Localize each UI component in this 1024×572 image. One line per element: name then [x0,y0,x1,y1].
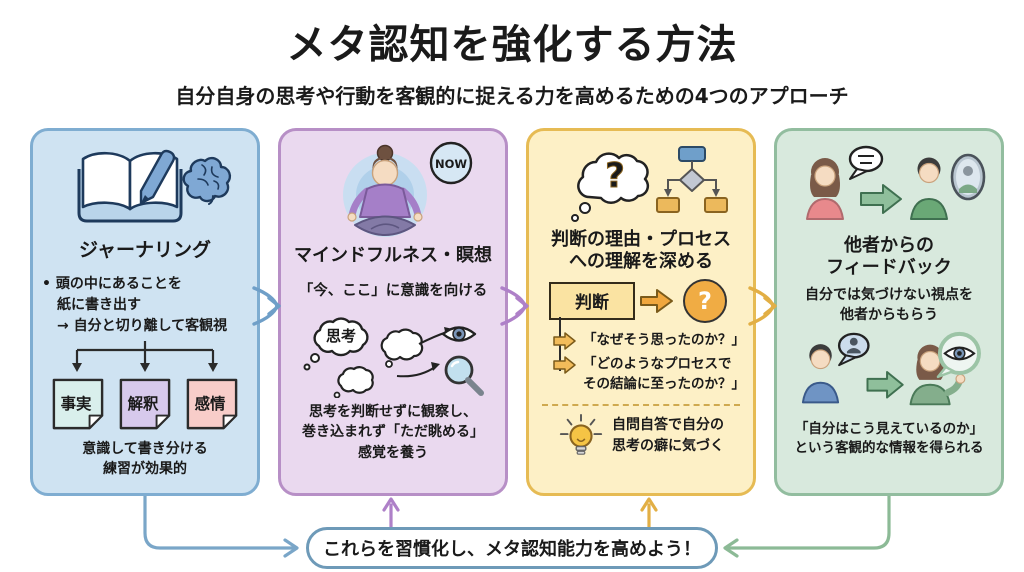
brain-icon [182,156,232,205]
bullet-line-2: 紙に書き出す [57,297,141,314]
notes-row: 事実 解釈 感情 [51,377,239,431]
insight-text: 自問自答で自分の 思考の癖に気づく [612,417,724,454]
connector-feedback-to-banner [723,494,891,558]
svg-text:感情: 感情 [195,394,226,413]
mindfulness-footer: 思考を判断せずに観察し、 巻き込まれず「ただ眺める」 感覚を養う [302,403,484,461]
judgment-row: 判断 ? [549,278,743,323]
block-arrow-icon [640,288,673,313]
open-book-pen-icon [77,149,183,223]
bullet-marker: • [42,276,51,293]
asking-man-icon [801,343,840,403]
judgment-icon-group: ? [571,146,728,222]
svg-text:思考: 思考 [326,327,356,345]
judgment-title: 判断の理由・プロセス への理解を深める [551,229,731,272]
person-bubble-icon [837,332,870,366]
svg-text:事実: 事実 [61,394,92,413]
arrow-up-judgment [640,497,658,529]
mirror-icon [950,153,986,201]
sticky-note-fact: 事実 [52,378,104,430]
panel-feedback: 他者からの フィードバック 自分では気づけない視点を 他者からもらう [774,128,1004,496]
habit-banner: これらを習慣化し、メタ認知能力を高めよう！ [306,527,718,569]
feedback-people-icon [806,145,986,220]
panel-mindfulness: NOW マインドフルネス・瞑想 「今、ここ」に意識を向ける 思考 [278,128,508,496]
speaker-woman-icon [806,158,844,220]
meditation-icon-group: NOW [343,141,473,237]
meditating-person-icon [343,144,427,237]
replying-woman-icon [909,344,966,405]
page-subtitle: 自分自身の思考や行動を客観的に捉える力を高めるための4つのアプローチ [175,84,849,108]
connector-journaling-to-banner [143,494,299,558]
thought-clouds-icon: 思考 [303,317,453,398]
magnifier-icon [444,355,484,396]
svg-text:NOW: NOW [435,157,467,171]
listener-man-icon [910,157,948,220]
green-arrow-icon [860,184,902,214]
judgment-box: 判断 [549,281,635,320]
journaling-footer: 意識して書き分ける 練習が効果的 [82,441,208,478]
journaling-bullets: • 頭の中にあることを 紙に書き出す → 自分と切り離して客観視 [42,274,248,337]
arrow-mindfulness-to-judgment [500,286,529,326]
branch-arrow-icon [553,332,576,350]
dashed-divider [542,403,740,406]
sticky-note-interpretation: 解釈 [119,378,171,430]
branch-arrow-icon [553,356,576,375]
svg-text:解釈: 解釈 [128,394,159,413]
question-thought-cloud-icon: ? [571,152,650,222]
observer-people-icon [801,331,981,405]
page-title: メタ認知を強化する方法 [286,22,738,68]
panel-journaling: ジャーナリング • 頭の中にあることを 紙に書き出す → 自分と切り離して客観視… [30,128,260,496]
panel-judgment-process: ? 判断の理由・プロセス への理解を深める 判断 [526,128,756,496]
thought-observation-icons: 思考 [303,317,484,398]
eye-icon [441,326,477,342]
question-item-2: 「どのようなプロセスで その結論に至ったのか？」 [539,355,745,394]
lightbulb-icon [559,413,603,455]
feedback-footer: 「自分はこう見えているのか」 という客観的な情報を得られる [794,420,984,457]
feedback-lead: 自分では気づけない視点を 他者からもらう [805,286,973,324]
now-badge: NOW [429,141,473,185]
sticky-note-emotion: 感情 [186,378,238,430]
arrow-journaling-to-mindfulness [252,286,281,326]
bullet-line-1: • 頭の中にあることを [42,276,182,293]
judgment-body: 判断 ? 「なぜそう思ったのか？」 「どのようなプロセスで その結論に至ったのか [539,278,745,395]
bullet-line-3: → 自分と切り離して客観視 [57,318,228,335]
green-arrow-icon [866,370,904,398]
flowchart-icon [656,146,728,213]
mindfulness-lead: 「今、ここ」に意識を向ける [298,282,488,299]
branch-tree-connector [72,341,218,373]
journaling-icons [77,149,232,223]
question-item-1: 「なぜそう思ったのか？」 [539,331,745,351]
svg-text:?: ? [605,156,625,196]
observer-eye-icon [936,331,981,378]
arrow-judgment-to-feedback [748,286,777,326]
arrow-up-mindfulness [382,497,400,529]
journaling-title: ジャーナリング [78,239,212,261]
feedback-title: 他者からの フィードバック [826,235,952,278]
question-circle: ? [683,278,727,323]
insight-row: 自問自答で自分の 思考の癖に気づく [558,413,724,459]
speech-bubble-icon [848,145,884,180]
mindfulness-title: マインドフルネス・瞑想 [294,245,492,266]
